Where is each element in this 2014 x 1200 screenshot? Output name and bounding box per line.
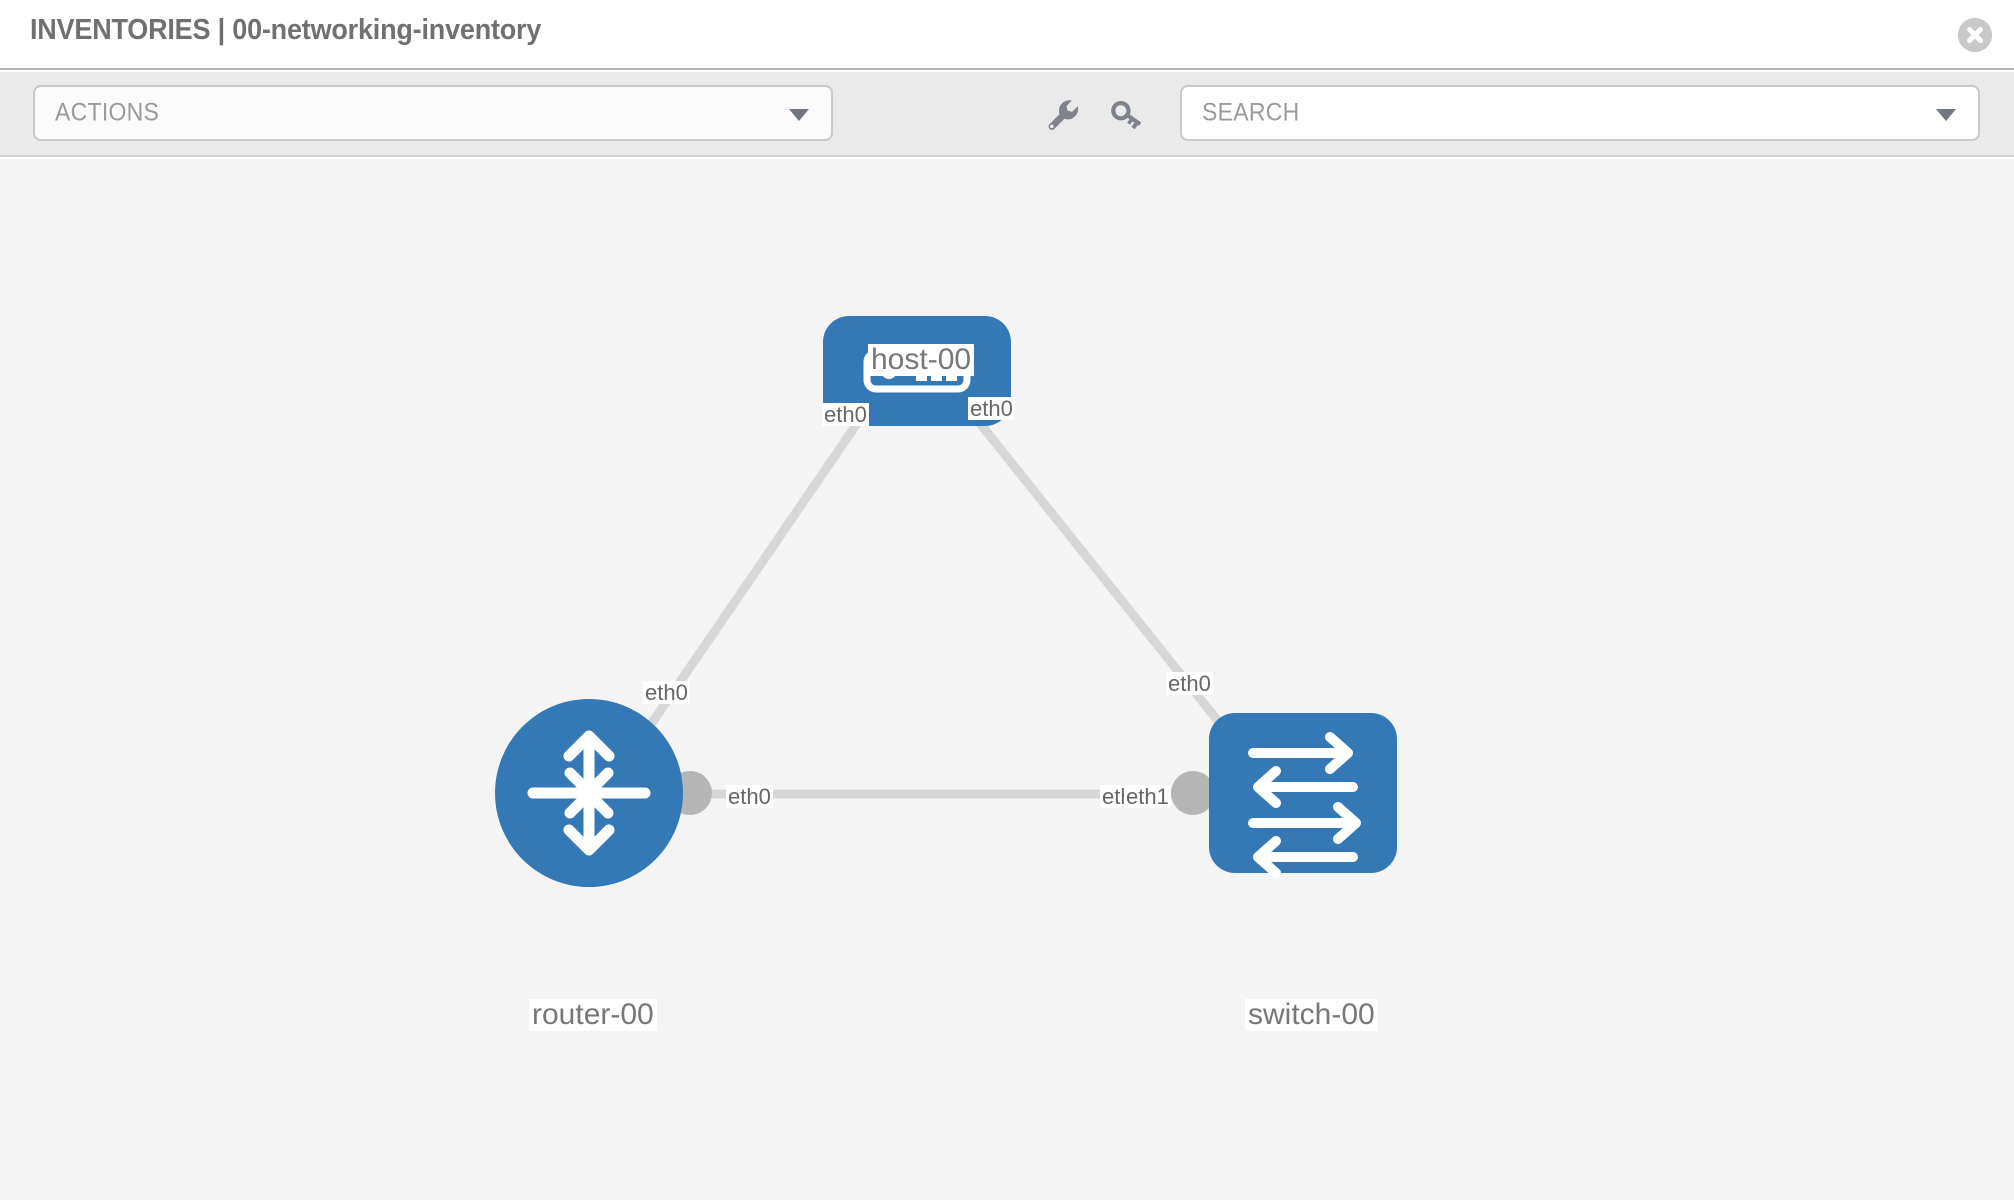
port-label-host-left: eth0 xyxy=(822,402,869,427)
port-label-host-right: eth0 xyxy=(968,396,1015,421)
chevron-down-icon xyxy=(1936,109,1956,121)
search-placeholder: SEARCH xyxy=(1202,98,1300,127)
router-icon xyxy=(527,730,651,856)
node-label-switch-00: switch-00 xyxy=(1245,999,1378,1031)
topology-graph xyxy=(495,316,1397,887)
switch-icon xyxy=(1248,732,1361,878)
search-input[interactable]: SEARCH xyxy=(1180,85,1980,141)
port-switch-left xyxy=(1171,771,1215,815)
actions-dropdown-label: ACTIONS xyxy=(55,98,160,127)
node-label-host-00: host-00 xyxy=(868,344,975,376)
page-title: INVENTORIES | 00-networking-inventory xyxy=(30,14,542,46)
node-switch-00 xyxy=(1209,713,1397,878)
topology-canvas[interactable]: eth0 host-00 eth0 eth0 eth0 eth0 eth eth… xyxy=(0,159,2014,1200)
port-label-switch-left-b: eth1 xyxy=(1124,784,1171,809)
node-router-00 xyxy=(495,699,683,887)
link-host-switch xyxy=(934,368,1262,774)
wrench-icon[interactable] xyxy=(1043,95,1083,135)
topology-links xyxy=(615,368,1262,799)
key-icon[interactable] xyxy=(1107,95,1147,135)
port-label-switch-up: eth0 xyxy=(1166,671,1213,696)
node-label-router-00: router-00 xyxy=(529,999,657,1031)
port-label-router-right: eth0 xyxy=(726,784,773,809)
chevron-down-icon xyxy=(789,109,809,121)
link-host-router xyxy=(615,368,897,774)
port-label-router-up: eth0 xyxy=(643,680,690,705)
actions-dropdown[interactable]: ACTIONS xyxy=(33,85,833,141)
close-icon[interactable] xyxy=(1958,18,1992,52)
page-header: INVENTORIES | 00-networking-inventory xyxy=(0,0,2014,70)
